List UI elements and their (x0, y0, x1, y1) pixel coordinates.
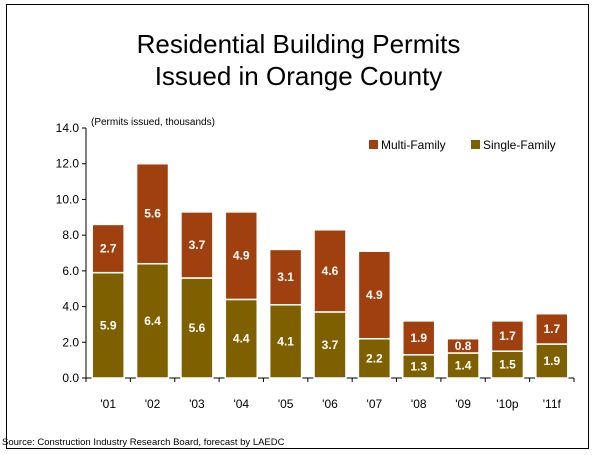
data-label-single-family: 4.1 (277, 334, 294, 348)
data-label-single-family: 2.2 (366, 351, 383, 365)
legend-swatch (369, 140, 378, 149)
bar-multi-family (313, 229, 347, 313)
data-label-multi-family: 2.7 (100, 242, 117, 256)
title-line-1: Residential Building Permits (136, 29, 461, 59)
bar-multi-family (224, 211, 258, 301)
bar-single-family (535, 343, 569, 379)
y-tick-label: 0.0 (62, 371, 79, 385)
x-tick-label: '02 (145, 397, 161, 411)
data-label-single-family: 1.3 (410, 359, 427, 373)
x-tick-label: '08 (411, 397, 427, 411)
x-tick-label: '03 (189, 397, 205, 411)
legend-label: Single-Family (483, 138, 556, 152)
chart-title: Residential Building Permits Issued in O… (0, 28, 597, 92)
data-label-multi-family: 3.1 (277, 270, 294, 284)
bar-single-family (91, 271, 125, 379)
x-tick-label: '09 (455, 397, 471, 411)
data-label-single-family: 1.5 (499, 358, 516, 372)
bar-multi-family (535, 312, 569, 345)
data-label-multi-family: 5.6 (144, 207, 161, 221)
bar-single-family (313, 311, 347, 379)
x-tick-label: '05 (278, 397, 294, 411)
bar-single-family (268, 304, 303, 379)
data-label-single-family: 5.9 (100, 318, 117, 332)
x-tick-label: '10p (496, 397, 519, 411)
data-label-multi-family: 4.9 (233, 249, 250, 263)
data-label-single-family: 4.4 (233, 332, 250, 346)
bar-single-family (490, 350, 525, 379)
x-tick-label: '07 (367, 397, 383, 411)
x-tick-label: '11f (543, 397, 562, 411)
legend-swatch (471, 140, 480, 149)
data-label-multi-family: 0.8 (455, 339, 472, 353)
data-label-single-family: 5.6 (189, 321, 206, 335)
bar-multi-family (135, 162, 170, 265)
bar-multi-family (180, 211, 214, 279)
x-tick-label: '06 (322, 397, 338, 411)
bar-multi-family (446, 337, 480, 354)
source-note: Source: Construction Industry Research B… (2, 437, 285, 448)
data-label-multi-family: 4.6 (322, 264, 339, 278)
data-label-single-family: 6.4 (144, 314, 161, 328)
legend-label: Multi-Family (381, 138, 446, 152)
y-tick-label: 14.0 (56, 121, 80, 135)
y-tick-label: 6.0 (62, 264, 79, 278)
bar-single-family (224, 298, 258, 379)
y-tick-label: 10.0 (56, 192, 80, 206)
data-label-multi-family: 1.9 (410, 331, 427, 345)
data-label-multi-family: 1.7 (499, 329, 516, 343)
bar-multi-family (357, 250, 392, 340)
y-tick-label: 12.0 (56, 157, 80, 171)
y-axis-unit-label: (Permits issued, thousands) (91, 117, 215, 128)
bar-multi-family (268, 248, 303, 306)
data-label-single-family: 1.9 (543, 354, 560, 368)
x-tick-label: '01 (100, 397, 116, 411)
bar-multi-family (490, 320, 525, 352)
data-label-multi-family: 3.7 (189, 238, 206, 252)
data-label-multi-family: 1.7 (543, 322, 560, 336)
bar-multi-family (91, 223, 125, 274)
data-label-single-family: 3.7 (322, 338, 339, 352)
title-line-2: Issued in Orange County (154, 61, 443, 91)
x-tick-label: '04 (233, 397, 249, 411)
bar-multi-family (402, 320, 436, 356)
y-tick-label: 8.0 (62, 228, 79, 242)
data-label-single-family: 1.4 (455, 359, 472, 373)
y-tick-label: 4.0 (62, 300, 79, 314)
y-tick-label: 2.0 (62, 335, 79, 349)
data-label-multi-family: 4.9 (366, 288, 383, 302)
